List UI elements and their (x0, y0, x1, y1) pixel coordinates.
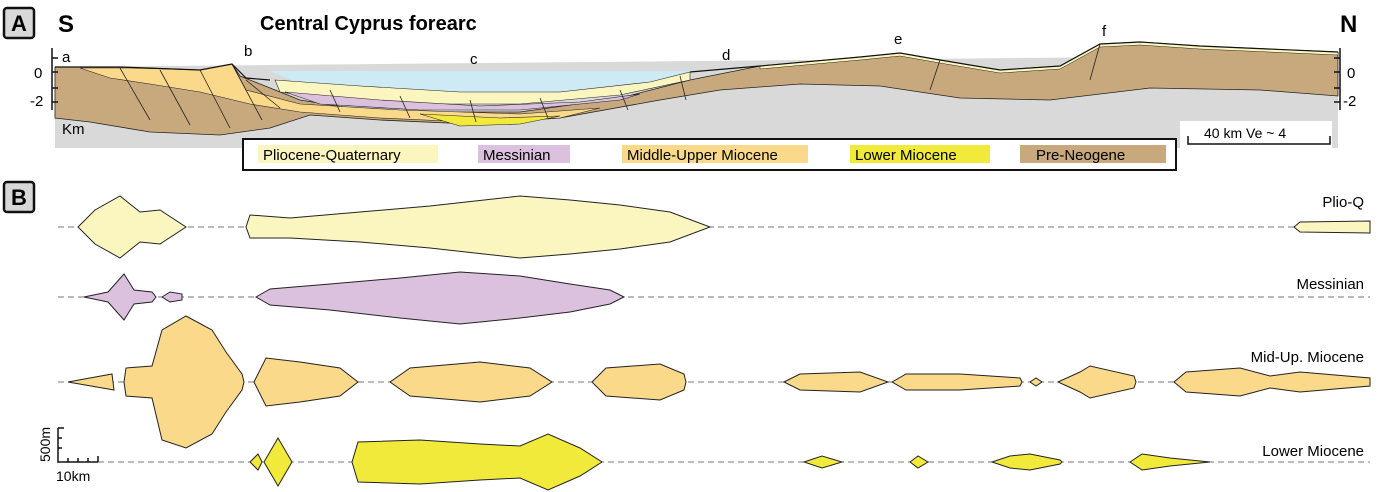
legend-item-pre-neogene: Pre-Neogene (1020, 145, 1166, 164)
mid-up-miocene-body-2 (123, 315, 245, 449)
section-scale-text: 40 km Ve ~ 4 (1204, 125, 1286, 141)
mid-up-miocene-body-8 (1029, 377, 1043, 387)
cross-section (54, 41, 1339, 148)
location-c: c (470, 51, 478, 68)
legend-label-mid-up-miocene: Middle-Upper Miocene (627, 147, 778, 164)
legend: Pliocene-Quaternary Messinian Middle-Upp… (242, 138, 1177, 171)
row-messinian: Messinian (58, 271, 1370, 325)
legend-item-plio-q: Pliocene-Quaternary (258, 145, 438, 164)
legend-label-lower-miocene: Lower Miocene (855, 147, 957, 164)
mid-up-miocene-body-3 (253, 357, 359, 407)
legend-label-messinian: Messinian (483, 147, 551, 164)
lower-miocene-body-3 (351, 433, 603, 491)
lower-miocene-body-7 (1129, 453, 1211, 471)
location-labels: a b c d e f (62, 23, 1107, 68)
lower-miocene-body-5 (909, 455, 929, 469)
location-e: e (894, 31, 902, 48)
legend-label-plio-q: Pliocene-Quaternary (263, 147, 401, 164)
legend-item-lower-miocene: Lower Miocene (850, 145, 990, 164)
right-depth-axis: 0 -2 (1334, 48, 1356, 110)
plio-q-body-1 (77, 195, 187, 259)
thickness-scale-vertical: 500m (37, 427, 53, 462)
location-a: a (62, 49, 71, 66)
panel-a-tag: A (2, 6, 36, 40)
location-d: d (722, 47, 730, 64)
south-label: S (58, 11, 74, 38)
legend-item-mid-up-miocene: Middle-Upper Miocene (622, 145, 808, 164)
faults (119, 43, 1101, 129)
mid-up-miocene-body-5 (591, 363, 687, 401)
right-tick-0: 0 (1347, 65, 1355, 82)
messinian-body-1 (83, 273, 157, 321)
thickness-scale-bar: 500m 10km (37, 427, 99, 484)
thickness-scale-horizontal: 10km (56, 468, 90, 484)
row-label-mid-up-miocene: Mid-Up. Miocene (1251, 349, 1364, 366)
lower-miocene-body-6 (990, 453, 1063, 471)
north-label: N (1340, 11, 1357, 38)
left-tick-0: 0 (34, 65, 42, 82)
legend-label-pre-neogene: Pre-Neogene (1036, 147, 1125, 164)
panel-b-tag: B (2, 180, 36, 214)
lower-miocene-body-2 (263, 437, 293, 487)
location-b: b (244, 43, 252, 60)
mid-up-miocene-body-1 (67, 373, 115, 391)
left-depth-axis: 0 -2 (30, 48, 58, 110)
mid-up-miocene-body-9 (1056, 365, 1137, 399)
lower-miocene-body-1 (249, 453, 263, 471)
basement-label: Km (62, 121, 85, 138)
location-f: f (1102, 23, 1107, 40)
row-mid-up-miocene: Mid-Up. Miocene (58, 315, 1371, 449)
row-label-plio-q: Plio-Q (1322, 194, 1364, 211)
panel-a-letter: A (11, 11, 27, 36)
topography (55, 41, 1339, 81)
section-messinian (284, 91, 641, 111)
mid-up-miocene-body-7 (890, 373, 1023, 391)
messinian-body-2 (161, 291, 183, 303)
section-scale-bar: 40 km Ve ~ 4 (1180, 121, 1332, 151)
section-title: Central Cyprus forearc (260, 13, 477, 35)
panel-b-letter: B (11, 185, 27, 210)
plio-q-body-3 (1293, 220, 1371, 234)
lower-miocene-body-4 (802, 455, 844, 469)
mid-up-miocene-body-10 (1173, 367, 1371, 397)
row-label-lower-miocene: Lower Miocene (1262, 443, 1364, 460)
row-label-messinian: Messinian (1296, 276, 1364, 293)
legend-item-messinian: Messinian (478, 145, 570, 164)
mid-up-miocene-body-4 (389, 361, 553, 403)
section-lower-miocene (419, 113, 561, 127)
plio-q-body-2 (245, 195, 712, 259)
row-plio-q: Plio-Q (58, 194, 1371, 259)
row-lower-miocene: Lower Miocene (58, 433, 1370, 491)
left-tick-minus2: -2 (30, 93, 43, 110)
mid-up-miocene-body-6 (782, 371, 890, 393)
messinian-body-3 (254, 271, 626, 325)
right-tick-minus2: -2 (1343, 93, 1356, 110)
